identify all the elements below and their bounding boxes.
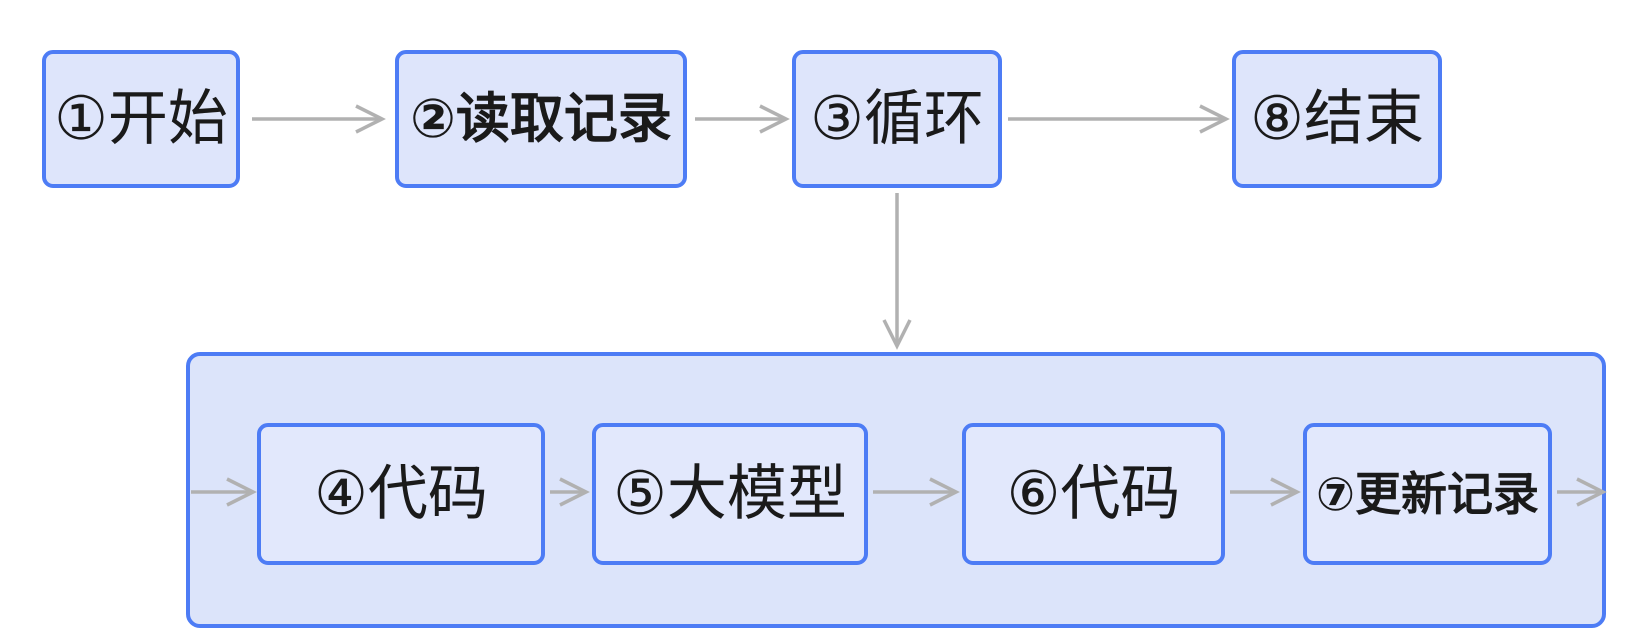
node-large-model: ⑤大模型: [592, 423, 868, 565]
node-loop: ③循环: [792, 50, 1002, 188]
node-read-records: ②读取记录: [395, 50, 687, 188]
node-start: ①开始: [42, 50, 240, 188]
node-update-records: ⑦更新记录: [1303, 423, 1552, 565]
node-code-1: ④代码: [257, 423, 545, 565]
node-code-2: ⑥代码: [962, 423, 1225, 565]
node-end: ⑧结束: [1232, 50, 1442, 188]
